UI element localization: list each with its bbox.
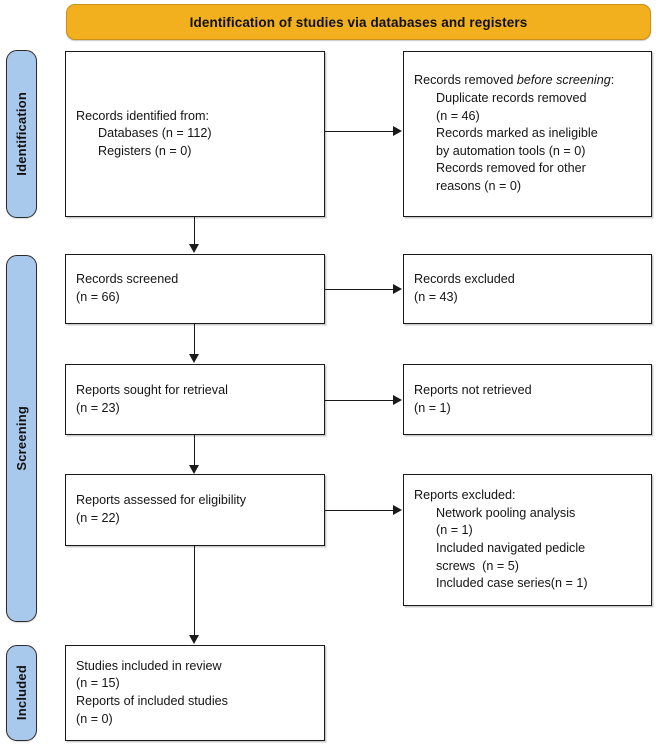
box-reports-excluded-network: Network pooling analysis — [436, 505, 576, 520]
connector-identified-to-removed — [325, 131, 394, 132]
box-reports-sought: Reports sought for retrieval (n = 23) — [65, 364, 325, 435]
connector-sought-to-assessed — [194, 435, 195, 465]
box-records-identified-registers: Registers (n = 0) — [98, 143, 192, 158]
box-records-removed-duplicates-count: (n = 46) — [436, 108, 480, 123]
box-records-removed-other-count: reasons (n = 0) — [436, 178, 522, 193]
arrowhead-identified-to-removed — [393, 126, 402, 136]
box-reports-excluded-network-count: (n = 1) — [436, 523, 473, 538]
box-reports-assessed: Reports assessed for eligibility (n = 22… — [65, 474, 325, 546]
box-records-removed-other: Records removed for other — [436, 161, 586, 176]
box-records-removed-title-suffix: : — [610, 73, 615, 88]
box-reports-not-retrieved-title: Reports not retrieved — [414, 382, 532, 397]
box-reports-not-retrieved-count: (n = 1) — [414, 400, 451, 415]
box-records-excluded: Records excluded (n = 43) — [403, 254, 652, 324]
box-reports-sought-count: (n = 23) — [76, 400, 120, 415]
box-studies-included: Studies included in review (n = 15) Repo… — [65, 645, 325, 741]
stage-label-identification: Identification — [6, 50, 37, 218]
connector-screened-to-excluded — [325, 289, 394, 290]
arrowhead-identified-to-screened — [189, 244, 199, 253]
arrowhead-screened-to-excluded — [393, 284, 402, 294]
box-records-screened-count: (n = 66) — [76, 290, 120, 304]
box-records-removed-title: Records removed before screening: — [414, 72, 641, 90]
box-records-removed-title-italic: before screening — [516, 73, 611, 88]
arrowhead-assessed-to-reports-excluded — [393, 505, 402, 515]
box-reports-sought-title: Reports sought for retrieval — [76, 382, 228, 397]
box-records-identified-title: Records identified from: — [76, 108, 209, 123]
box-reports-excluded-screws: screws (n = 5) — [436, 558, 519, 573]
box-records-removed-duplicates: Duplicate records removed — [436, 91, 587, 106]
box-reports-excluded-pedicle: Included navigated pedicle — [436, 541, 586, 555]
box-records-identified: Records identified from: Databases (n = … — [65, 51, 325, 217]
arrowhead-screened-to-sought — [189, 354, 199, 363]
box-records-removed-automation: by automation tools (n = 0) — [436, 143, 586, 158]
box-studies-included-reports-title: Reports of included studies — [76, 694, 228, 708]
box-records-identified-databases: Databases (n = 112) — [98, 126, 212, 141]
arrowhead-assessed-to-included — [189, 635, 199, 644]
arrowhead-sought-to-assessed — [189, 465, 199, 474]
stage-label-identification-text: Identification — [14, 92, 29, 176]
box-reports-assessed-title: Reports assessed for eligibility — [76, 493, 247, 508]
box-studies-included-reports-count: (n = 0) — [76, 711, 113, 726]
box-records-removed-title-prefix: Records removed — [414, 73, 517, 88]
box-records-excluded-title: Records excluded — [414, 272, 515, 287]
stage-label-screening-text: Screening — [14, 406, 29, 471]
arrowhead-sought-to-not-retrieved — [393, 395, 402, 405]
connector-sought-to-not-retrieved — [325, 400, 394, 401]
stage-label-screening: Screening — [6, 255, 37, 622]
connector-identified-to-screened — [194, 217, 195, 245]
box-records-removed-ineligible: Records marked as ineligible — [436, 126, 598, 141]
connector-assessed-to-reports-excluded — [325, 510, 394, 511]
box-records-screened: Records screened (n = 66) — [65, 254, 325, 324]
stage-label-included: Included — [6, 645, 37, 741]
box-reports-excluded: Reports excluded: Network pooling analys… — [403, 474, 652, 606]
box-records-screened-title: Records screened — [76, 272, 179, 287]
stage-label-included-text: Included — [14, 665, 29, 721]
box-reports-excluded-case-series: Included case series(n = 1) — [436, 576, 588, 591]
box-reports-assessed-count: (n = 22) — [76, 511, 120, 525]
box-records-removed: Records removed before screening: Duplic… — [403, 51, 652, 217]
box-studies-included-count: (n = 15) — [76, 676, 120, 691]
box-reports-excluded-title: Reports excluded: — [414, 488, 516, 503]
diagram-banner-title: Identification of studies via databases … — [66, 4, 651, 40]
box-studies-included-title: Studies included in review — [76, 658, 222, 673]
box-records-excluded-count: (n = 43) — [414, 290, 458, 304]
connector-screened-to-sought — [194, 324, 195, 354]
box-reports-not-retrieved: Reports not retrieved (n = 1) — [403, 364, 652, 435]
connector-assessed-to-included — [194, 546, 195, 635]
